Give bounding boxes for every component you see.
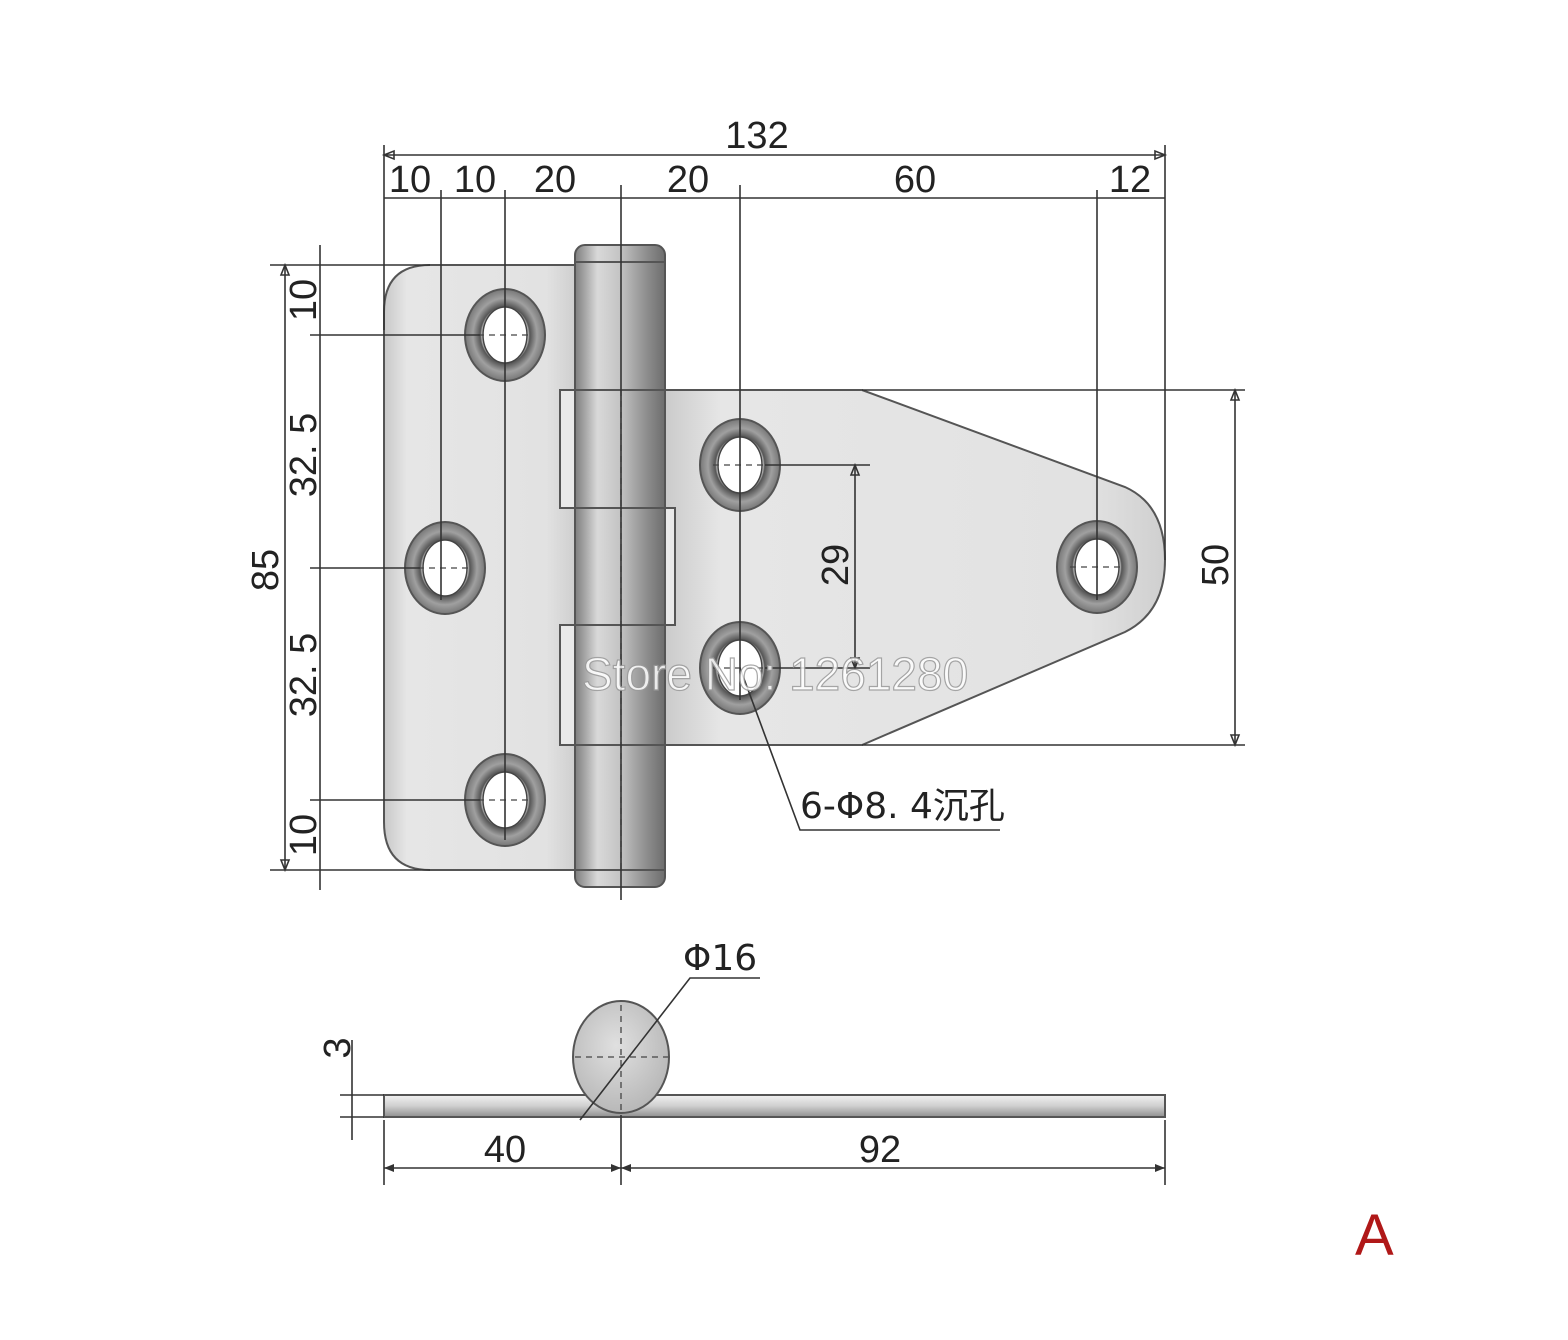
top-view: 132 10 10 20 20 60 12 85 10 32. 5 32. 5 …	[245, 115, 1245, 900]
hinge-pin-barrel	[574, 244, 666, 888]
side-plate	[383, 1094, 1166, 1118]
dim-seg-6: 12	[1109, 159, 1151, 201]
dimension-lines	[279, 149, 1241, 890]
dim-left-bottom: 10	[283, 814, 325, 856]
right-leaf	[659, 389, 1167, 746]
dim-seg-2: 10	[454, 159, 496, 201]
hole-note: 6-Φ8. 4沉孔	[800, 786, 1005, 827]
hole-note-leader	[739, 667, 1000, 831]
dim-seg-1: 10	[389, 159, 431, 201]
extension-lines	[270, 145, 1245, 900]
dim-hole-spacing: 29	[815, 544, 857, 586]
dim-seg-3: 20	[534, 159, 576, 201]
pin-diameter-leader	[579, 977, 760, 1121]
dim-left-top: 10	[283, 279, 325, 321]
dim-seg-4: 20	[667, 159, 709, 201]
dim-pin-diameter: Φ16	[683, 938, 757, 979]
dim-overall-width: 132	[725, 115, 788, 157]
watermark: Store No: 1261280	[582, 648, 968, 700]
dim-side-left: 40	[484, 1129, 526, 1171]
dim-total-height: 85	[245, 549, 287, 591]
side-view: Φ16 3 40 92	[317, 938, 1166, 1185]
dim-side-right: 92	[859, 1129, 901, 1171]
dim-seg-5: 60	[894, 159, 936, 201]
dim-left-upper: 32. 5	[283, 413, 325, 498]
dim-leaf-height: 50	[1195, 544, 1237, 586]
variant-label: A	[1355, 1203, 1394, 1268]
dim-left-lower: 32. 5	[283, 633, 325, 718]
dim-thickness: 3	[317, 1037, 359, 1058]
